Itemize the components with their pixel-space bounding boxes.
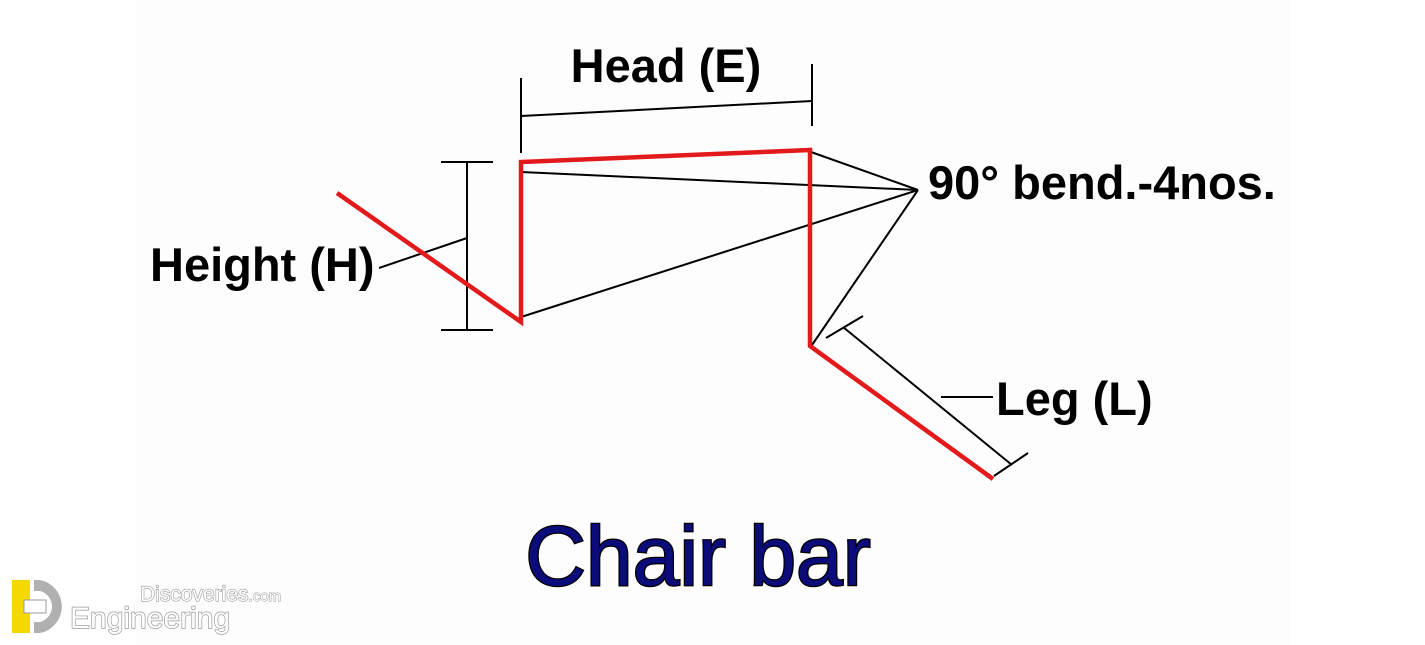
- leg-dimension: [825, 315, 1029, 477]
- head-dimension: [520, 64, 813, 153]
- watermark-engineering: Engineering: [70, 602, 230, 635]
- head-dimension-line: [520, 100, 813, 117]
- head-label: Head (E): [571, 39, 762, 92]
- bend-leader-2: [810, 151, 919, 191]
- leg-dimension-line: [842, 326, 1013, 466]
- leg-label: Leg (L): [996, 372, 1153, 425]
- bend-label: 90° bend.-4nos.: [928, 156, 1276, 209]
- height-label: Height (H): [150, 238, 375, 291]
- logo-bar-icon: [12, 580, 30, 633]
- bend-leaders: [520, 151, 919, 346]
- logo-e-mid-icon: [23, 599, 47, 614]
- image-background: [135, 0, 1290, 645]
- watermark-logo: [12, 580, 62, 633]
- diagram-title: Chair bar: [525, 509, 870, 603]
- bend-leader-4: [811, 189, 919, 346]
- logo-d-icon: [34, 580, 62, 633]
- bend-leader-3: [520, 189, 919, 318]
- bend-leader-1: [520, 171, 919, 191]
- watermark-discoveries: Discoveries.com: [140, 583, 281, 606]
- chair-bar-shape: [335, 147, 995, 481]
